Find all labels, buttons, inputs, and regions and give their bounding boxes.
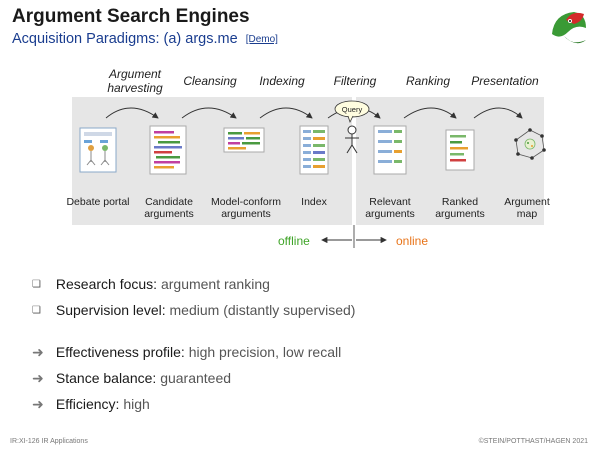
footer-left: IR:XI-126 IR Applications xyxy=(10,438,88,445)
bullet-research-focus: ❏ Research focus: argument ranking xyxy=(32,276,270,292)
stage-ranking: Ranking xyxy=(405,74,451,88)
portal-icon xyxy=(79,127,117,173)
arc-arrow-6 xyxy=(473,107,523,119)
property-key: Stance balance: xyxy=(55,370,161,386)
bullet-value: argument ranking xyxy=(160,276,270,292)
demo-link[interactable]: [Demo] xyxy=(245,34,278,45)
stage-harvesting: Argument harvesting xyxy=(107,67,163,95)
subtitle-text: Acquisition Paradigms: (a) args.me xyxy=(12,31,238,47)
model-conform-icon xyxy=(223,127,265,153)
ranked-doc-icon xyxy=(445,129,475,171)
query-bubble xyxy=(334,100,370,124)
property-value: high xyxy=(123,396,150,412)
person-icon xyxy=(345,125,359,154)
property-value: high precision, low recall xyxy=(188,344,342,360)
arrow-bullet-icon: ➜ xyxy=(32,344,44,360)
slide-subtitle: Acquisition Paradigms: (a) args.me [Demo… xyxy=(12,31,278,47)
arc-arrow-3 xyxy=(259,107,313,119)
argument-map-icon xyxy=(514,128,546,160)
arc-arrow-2 xyxy=(181,107,237,119)
arc-arrow-1 xyxy=(105,107,159,119)
item-ranked-arguments: Ranked arguments xyxy=(435,196,485,220)
parrot-logo-icon xyxy=(552,12,586,44)
item-argument-map: Argument map xyxy=(504,196,550,220)
relevant-doc-icon xyxy=(373,125,407,175)
bullet-key: Research focus: xyxy=(55,276,161,292)
item-model-conform: Model-conform arguments xyxy=(210,196,282,220)
offline-label: offline xyxy=(278,234,310,248)
property-efficiency: ➜ Efficiency: high xyxy=(32,396,150,413)
candidate-doc-icon xyxy=(149,125,187,175)
stage-presentation: Presentation xyxy=(471,74,539,88)
stage-indexing: Indexing xyxy=(259,74,305,88)
footer-right: ©STEIN/POTTHAST/HAGEN 2021 xyxy=(478,438,588,445)
bullet-key: Supervision level: xyxy=(55,302,170,318)
property-key: Effectiveness profile: xyxy=(55,344,189,360)
slide-title: Argument Search Engines xyxy=(12,6,250,27)
property-value: guaranteed xyxy=(160,370,232,386)
item-index: Index xyxy=(301,196,327,208)
stage-filtering: Filtering xyxy=(333,74,377,88)
item-candidate-arguments: Candidate arguments xyxy=(144,196,194,220)
arrow-bullet-icon: ➜ xyxy=(32,396,44,412)
online-label: online xyxy=(396,234,429,248)
square-bullet-icon: ❏ xyxy=(32,279,41,290)
query-bubble-text: Query xyxy=(342,105,363,114)
bullet-supervision-level: ❏ Supervision level: medium (distantly s… xyxy=(32,302,355,318)
property-stance-balance: ➜ Stance balance: guaranteed xyxy=(32,370,231,387)
property-key: Efficiency: xyxy=(55,396,124,412)
arrow-bullet-icon: ➜ xyxy=(32,370,44,386)
stage-cleansing: Cleansing xyxy=(183,74,237,88)
item-relevant-arguments: Relevant arguments xyxy=(365,196,415,220)
property-effectiveness: ➜ Effectiveness profile: high precision,… xyxy=(32,344,341,361)
item-debate-portal: Debate portal xyxy=(66,196,130,208)
index-icon xyxy=(299,125,329,175)
bullet-value: medium (distantly supervised) xyxy=(169,302,356,318)
square-bullet-icon: ❏ xyxy=(32,305,41,316)
arc-arrow-5 xyxy=(403,107,457,119)
